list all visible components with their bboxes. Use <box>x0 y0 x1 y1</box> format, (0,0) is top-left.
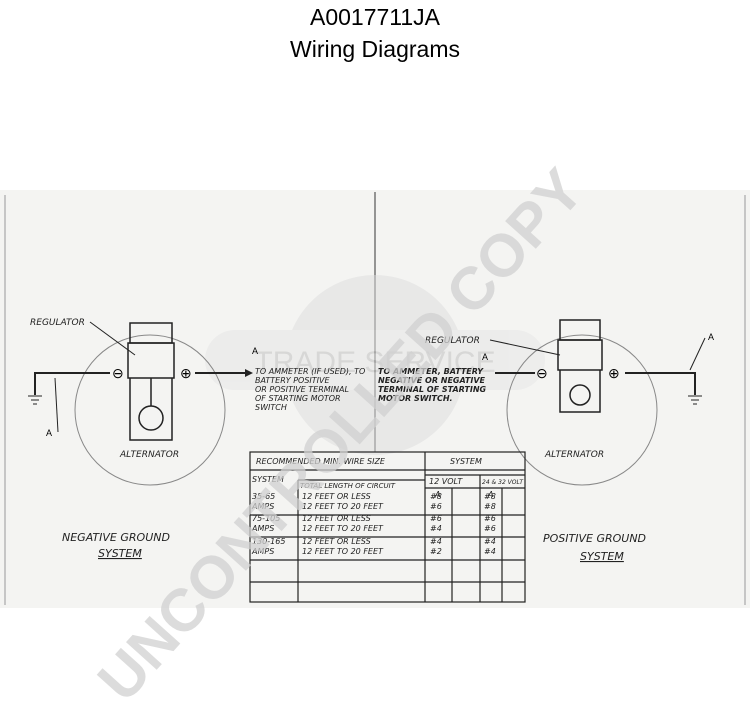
left-note: TO AMMETER (IF USED), TO BATTERY POSITIV… <box>255 367 365 412</box>
note-line: BATTERY POSITIVE <box>255 376 330 385</box>
table-cell-length: 12 FEET TO 20 FEET <box>302 547 384 556</box>
table-cell-24v: #6 <box>484 524 496 533</box>
right-note: TO AMMETER, BATTERY NEGATIVE OR NEGATIVE… <box>378 367 487 403</box>
table-cell-system: AMPS <box>251 524 274 533</box>
arrow-icon <box>245 369 253 377</box>
table-system-header: SYSTEM <box>450 457 482 466</box>
table-cell-length: 12 FEET OR LESS <box>302 537 371 546</box>
negative-ground-diagram: REGULATOR ⊖ ⊕ A A TO AMMETER (IF USED), … <box>28 318 365 560</box>
note-line: OF STARTING MOTOR <box>255 394 341 403</box>
trade-service-logo: TRADE SERVICE <box>205 275 545 455</box>
wire-label-a: A <box>46 428 52 438</box>
system-label: POSITIVE GROUND <box>543 532 646 545</box>
table-title: RECOMMENDED MIN. WIRE SIZE <box>256 457 386 466</box>
positive-terminal-icon: ⊕ <box>608 365 620 381</box>
wire-label-a: A <box>708 332 714 342</box>
table-cell-system: 130-165 <box>252 537 285 546</box>
ground-wire <box>625 372 696 395</box>
note-line: NEGATIVE OR NEGATIVE <box>378 376 486 385</box>
table-cell-system: 35-65 <box>252 492 275 501</box>
column-header-system: SYSTEM <box>252 475 284 484</box>
system-label: SYSTEM <box>580 550 624 563</box>
note-line: TERMINAL OF STARTING <box>378 385 487 394</box>
regulator-icon <box>127 322 175 441</box>
table-cell-12v: #6 <box>430 502 442 511</box>
system-label: NEGATIVE GROUND <box>62 531 170 544</box>
table-cell-system: AMPS <box>251 502 274 511</box>
leader-line <box>54 377 59 433</box>
table-cell-system: AMPS <box>251 547 274 556</box>
column-header-12v: 12 VOLT <box>429 477 463 486</box>
table-cell-12v: #4 <box>430 524 442 533</box>
note-line: MOTOR SWITCH. <box>378 394 453 403</box>
leader-line <box>489 339 561 356</box>
column-sub-a: A <box>487 490 493 499</box>
wire-label-a: A <box>482 352 488 362</box>
table-cell-24v: #4 <box>484 547 496 556</box>
column-header-24v: 24 & 32 VOLT <box>482 479 524 486</box>
table-cell-12v: #6 <box>430 514 442 523</box>
note-line: TO AMMETER, BATTERY <box>378 367 484 376</box>
column-header-length: TOTAL LENGTH OF CIRCUIT <box>300 482 396 490</box>
alternator-label: ALTERNATOR <box>119 450 179 460</box>
alternator-label: ALTERNATOR <box>544 450 604 460</box>
table-cell-12v: #2 <box>430 547 442 556</box>
document-id: A0017711JA <box>309 4 440 30</box>
ground-icon <box>688 395 702 405</box>
ground-wire <box>34 372 110 395</box>
table-cell-length: 12 FEET OR LESS <box>302 492 371 501</box>
ground-icon <box>28 395 42 405</box>
negative-terminal-icon: ⊖ <box>112 365 124 381</box>
system-label: SYSTEM <box>98 547 142 560</box>
regulator-label: REGULATOR <box>30 318 85 328</box>
regulator-label: REGULATOR <box>425 336 480 346</box>
note-line: OR POSITIVE TERMINAL <box>255 385 349 394</box>
negative-terminal-icon: ⊖ <box>536 365 548 381</box>
logo-text: TRADE SERVICE <box>254 346 495 379</box>
table-cell-12v: #8 <box>430 492 442 501</box>
wire-size-table <box>249 451 526 603</box>
document-title: Wiring Diagrams <box>290 36 460 62</box>
leader-line <box>89 321 136 356</box>
note-line: SWITCH <box>255 403 287 412</box>
table-cell-length: 12 FEET TO 20 FEET <box>302 502 384 511</box>
table-cell-24v: #4 <box>484 537 496 546</box>
table-text: RECOMMENDED MIN. WIRE SIZE SYSTEM SYSTEM… <box>252 457 524 499</box>
leader-line <box>689 337 706 371</box>
table-cell-24v: #8 <box>484 492 496 501</box>
table-cell-length: 12 FEET OR LESS <box>302 514 371 523</box>
column-sub-a: A <box>434 490 440 499</box>
table-cell-24v: #6 <box>484 514 496 523</box>
positive-terminal-icon: ⊕ <box>180 365 192 381</box>
alternator-outline <box>74 334 226 486</box>
wire-label-a: A <box>252 346 258 356</box>
table-cell-length: 12 FEET TO 20 FEET <box>302 524 384 533</box>
table-cell-24v: #8 <box>484 502 496 511</box>
table-cell-system: 75-105 <box>252 514 280 523</box>
alternator-outline <box>506 334 658 486</box>
positive-ground-diagram: REGULATOR ⊖ ⊕ A A TO AMMETER, BATTERY NE… <box>378 319 714 563</box>
note-line: TO AMMETER (IF USED), TO <box>255 367 365 376</box>
table-cell-12v: #4 <box>430 537 442 546</box>
